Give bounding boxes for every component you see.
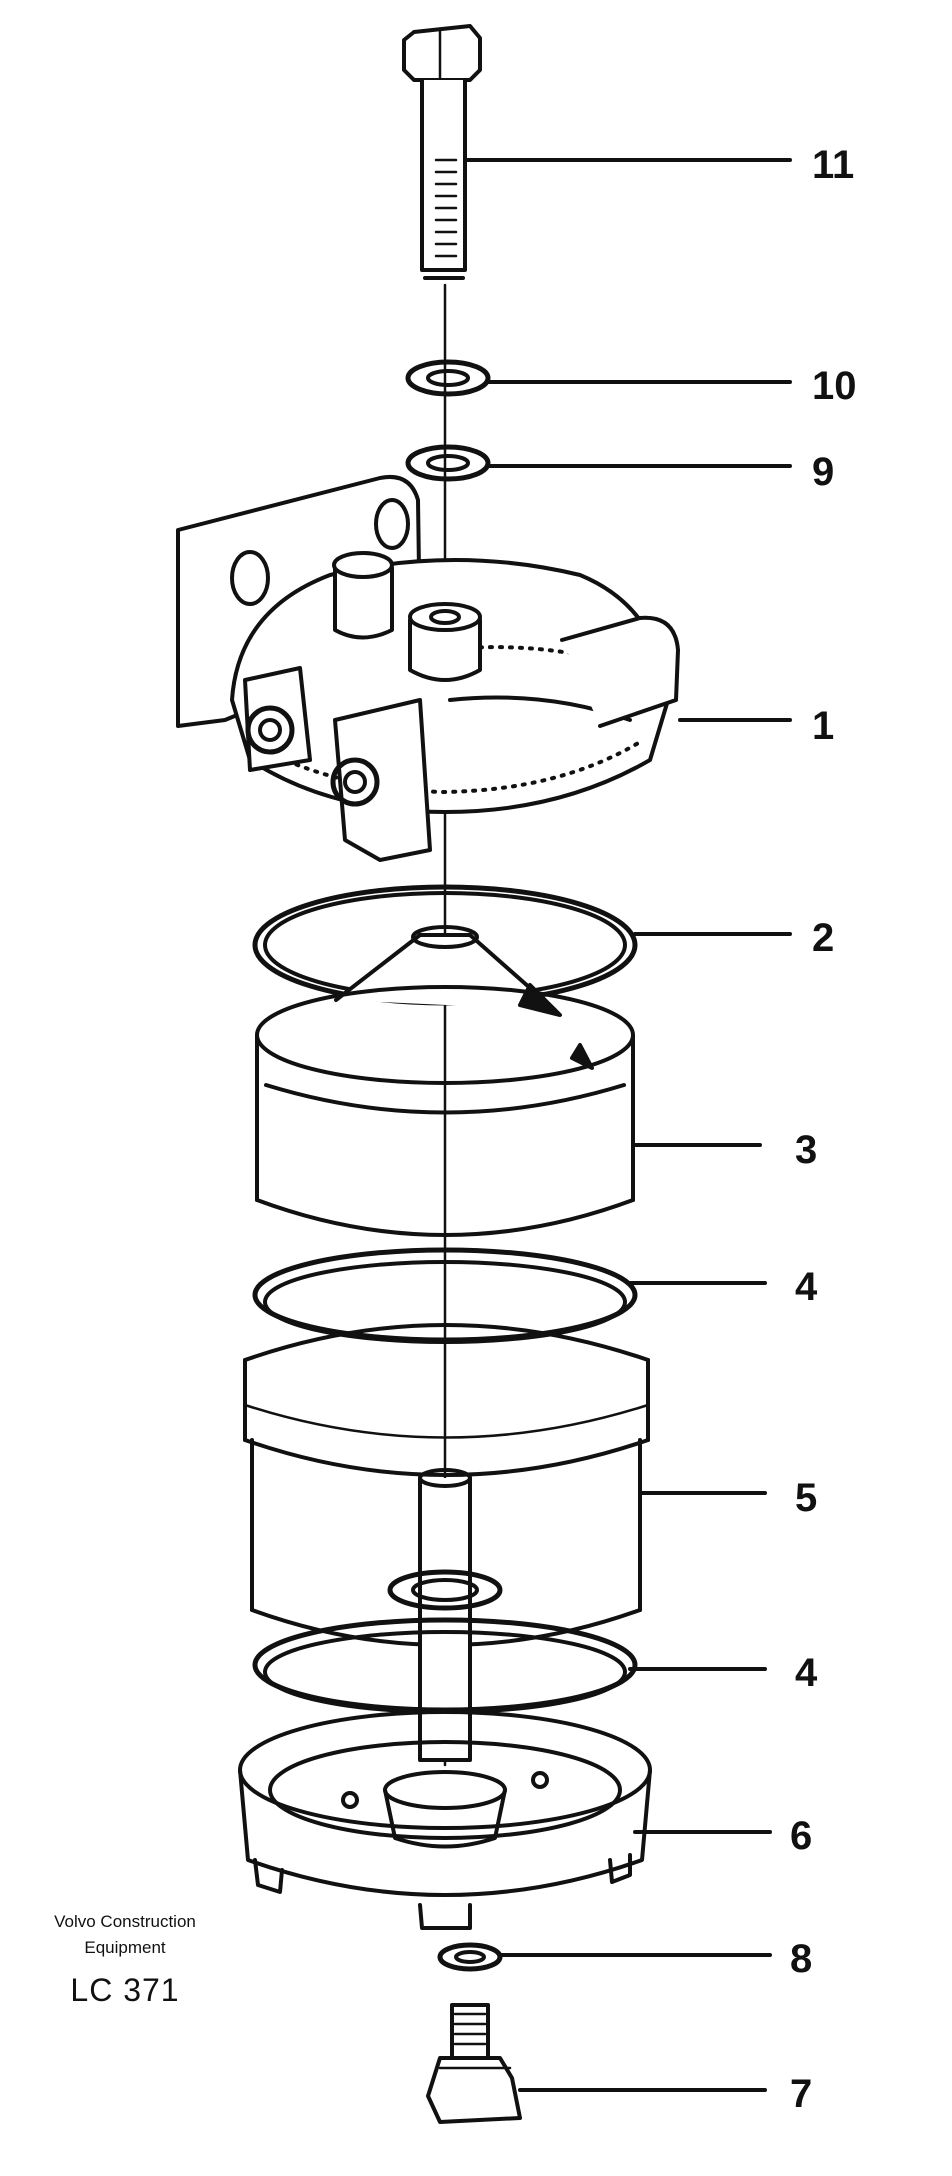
callout-4-lower: 4	[795, 1651, 818, 1695]
callout-7: 7	[790, 2072, 813, 2116]
callout-2: 2	[812, 916, 835, 960]
brand-line-1: Volvo Construction	[54, 1912, 196, 1931]
callout-4-upper: 4	[795, 1265, 818, 1309]
gasket-upper-part	[252, 1247, 638, 1344]
brand-line-2: Equipment	[84, 1938, 166, 1957]
callout-1: 1	[812, 704, 835, 748]
drain-washer-part	[437, 1942, 503, 1972]
callout-6: 6	[790, 1814, 813, 1858]
base-cover-part	[238, 1710, 652, 1930]
upper-washer-part	[405, 359, 491, 397]
diagram-code: LC 371	[70, 1972, 180, 2008]
callout-11: 11	[812, 143, 855, 187]
bolt-part	[402, 24, 482, 280]
drain-plug-part	[426, 2003, 522, 2124]
callout-10: 10	[812, 364, 857, 408]
filter-head-part	[176, 475, 680, 862]
callout-5: 5	[795, 1476, 818, 1520]
lower-washer-part	[405, 444, 491, 482]
filter-element-part	[255, 925, 635, 1237]
leader-lines	[463, 158, 792, 2092]
callout-3: 3	[795, 1128, 818, 1172]
callout-8: 8	[790, 1937, 813, 1981]
callout-9: 9	[812, 450, 835, 494]
